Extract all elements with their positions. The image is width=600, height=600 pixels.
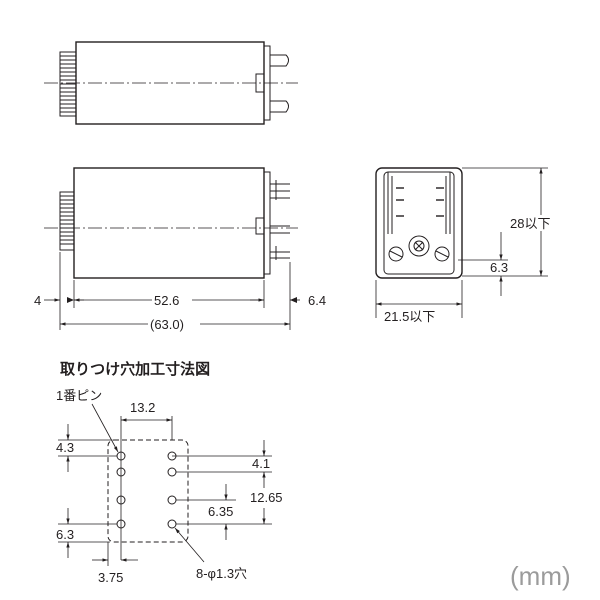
dim-right-6-35: 6.35 — [208, 504, 233, 519]
holes — [116, 451, 177, 529]
dim-bottom-left: 3.75 — [98, 570, 123, 585]
knob-serrations-2 — [60, 195, 74, 245]
dim-right-4-1: 4.1 — [252, 456, 270, 471]
front-side-view — [44, 167, 298, 279]
cutout-leaders — [58, 403, 272, 566]
dim-terminal-height: 6.3 — [490, 260, 508, 275]
knob-serrations — [60, 55, 76, 113]
dim-col-spacing: 13.2 — [130, 400, 155, 415]
hole-spec-label: 8-φ1.3穴 — [196, 566, 247, 581]
dim-body-length: 52.6 — [154, 293, 179, 308]
unit-label: (mm) — [510, 561, 571, 591]
dim-left-gap: 4 — [34, 293, 41, 308]
dim-left-bottom: 6.3 — [56, 527, 74, 542]
cutout-outline — [107, 439, 189, 543]
cutout-title: 取りつけ穴加工寸法図 — [60, 360, 210, 378]
dim-left-top: 4.3 — [56, 440, 74, 455]
end-view — [375, 167, 463, 279]
dim-width-max: 21.5以下 — [384, 309, 435, 324]
top-side-view — [44, 41, 298, 125]
dim-right-12-65: 12.65 — [250, 490, 283, 505]
pin1-label: 1番ピン — [56, 388, 102, 403]
dim-terminal-length: 6.4 — [308, 293, 326, 308]
dim-total-length: (63.0) — [150, 317, 184, 332]
dim-height-max: 28以下 — [510, 216, 550, 231]
